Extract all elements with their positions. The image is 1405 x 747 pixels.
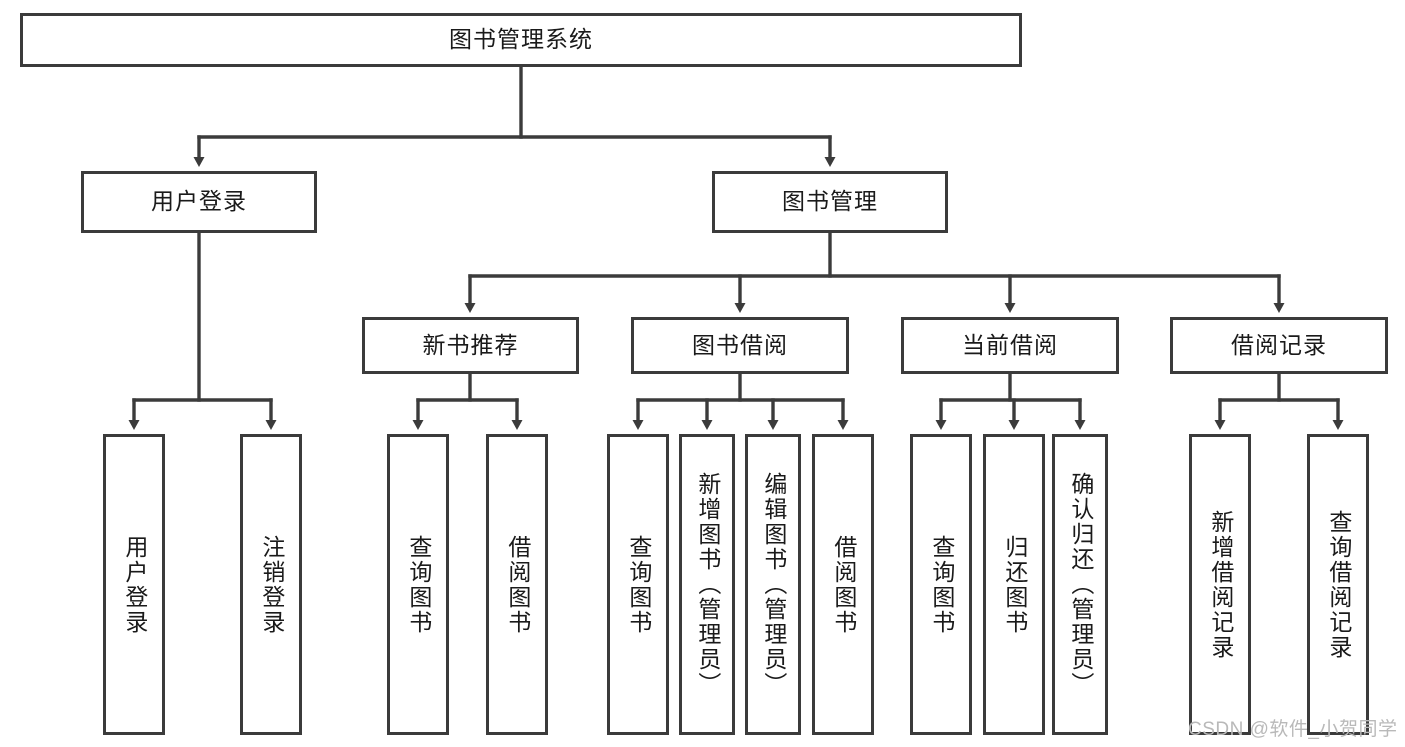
node-label: 查询图书 — [928, 534, 955, 635]
node-label: 用户登录 — [151, 188, 247, 215]
node-leaf-add-book[interactable]: 新增图书（管理员） — [679, 434, 735, 735]
node-leaf-return-book[interactable]: 归还图书 — [983, 434, 1045, 735]
node-label: 借阅图书 — [504, 534, 531, 635]
node-leaf-user-logout[interactable]: 注销登录 — [240, 434, 302, 735]
node-label: 注销登录 — [258, 534, 285, 635]
node-label: 图书管理 — [782, 188, 878, 215]
node-label: 新书推荐 — [422, 331, 519, 358]
node-current-borrow[interactable]: 当前借阅 — [901, 317, 1119, 374]
csdn-watermark: CSDN @软件_小贺同学 — [1188, 719, 1398, 740]
node-new-book-rec[interactable]: 新书推荐 — [362, 317, 579, 374]
node-leaf-edit-book[interactable]: 编辑图书（管理员） — [745, 434, 801, 735]
node-label: 用户登录 — [121, 534, 148, 635]
node-leaf-query-record[interactable]: 查询借阅记录 — [1307, 434, 1369, 735]
node-leaf-query-book-1[interactable]: 查询图书 — [387, 434, 449, 735]
node-label: 图书管理系统 — [449, 26, 593, 53]
node-label: 编辑图书（管理员） — [760, 472, 787, 697]
node-user-login[interactable]: 用户登录 — [81, 171, 317, 233]
node-book-manage[interactable]: 图书管理 — [712, 171, 948, 233]
node-label: 查询图书 — [405, 534, 432, 635]
node-root-system[interactable]: 图书管理系统 — [20, 13, 1022, 67]
node-leaf-borrow-book-1[interactable]: 借阅图书 — [486, 434, 548, 735]
node-leaf-user-login[interactable]: 用户登录 — [103, 434, 165, 735]
node-label: 归还图书 — [1001, 534, 1028, 635]
node-label: 当前借阅 — [962, 331, 1058, 358]
node-leaf-query-book-2[interactable]: 查询图书 — [607, 434, 669, 735]
node-leaf-add-record[interactable]: 新增借阅记录 — [1189, 434, 1251, 735]
node-leaf-query-book-3[interactable]: 查询图书 — [910, 434, 972, 735]
node-label: 借阅图书 — [830, 534, 857, 635]
node-label: 查询借阅记录 — [1325, 509, 1352, 660]
node-label: 新增借阅记录 — [1207, 509, 1234, 660]
node-label: 借阅记录 — [1231, 331, 1327, 358]
node-book-borrow[interactable]: 图书借阅 — [631, 317, 849, 374]
node-label: 新增图书（管理员） — [694, 472, 721, 697]
node-label: 查询图书 — [625, 534, 652, 635]
node-borrow-record[interactable]: 借阅记录 — [1170, 317, 1388, 374]
node-label: 确认归还（管理员） — [1067, 472, 1094, 697]
node-leaf-confirm-return[interactable]: 确认归还（管理员） — [1052, 434, 1108, 735]
node-leaf-borrow-book-2[interactable]: 借阅图书 — [812, 434, 874, 735]
node-label: 图书借阅 — [692, 331, 788, 358]
